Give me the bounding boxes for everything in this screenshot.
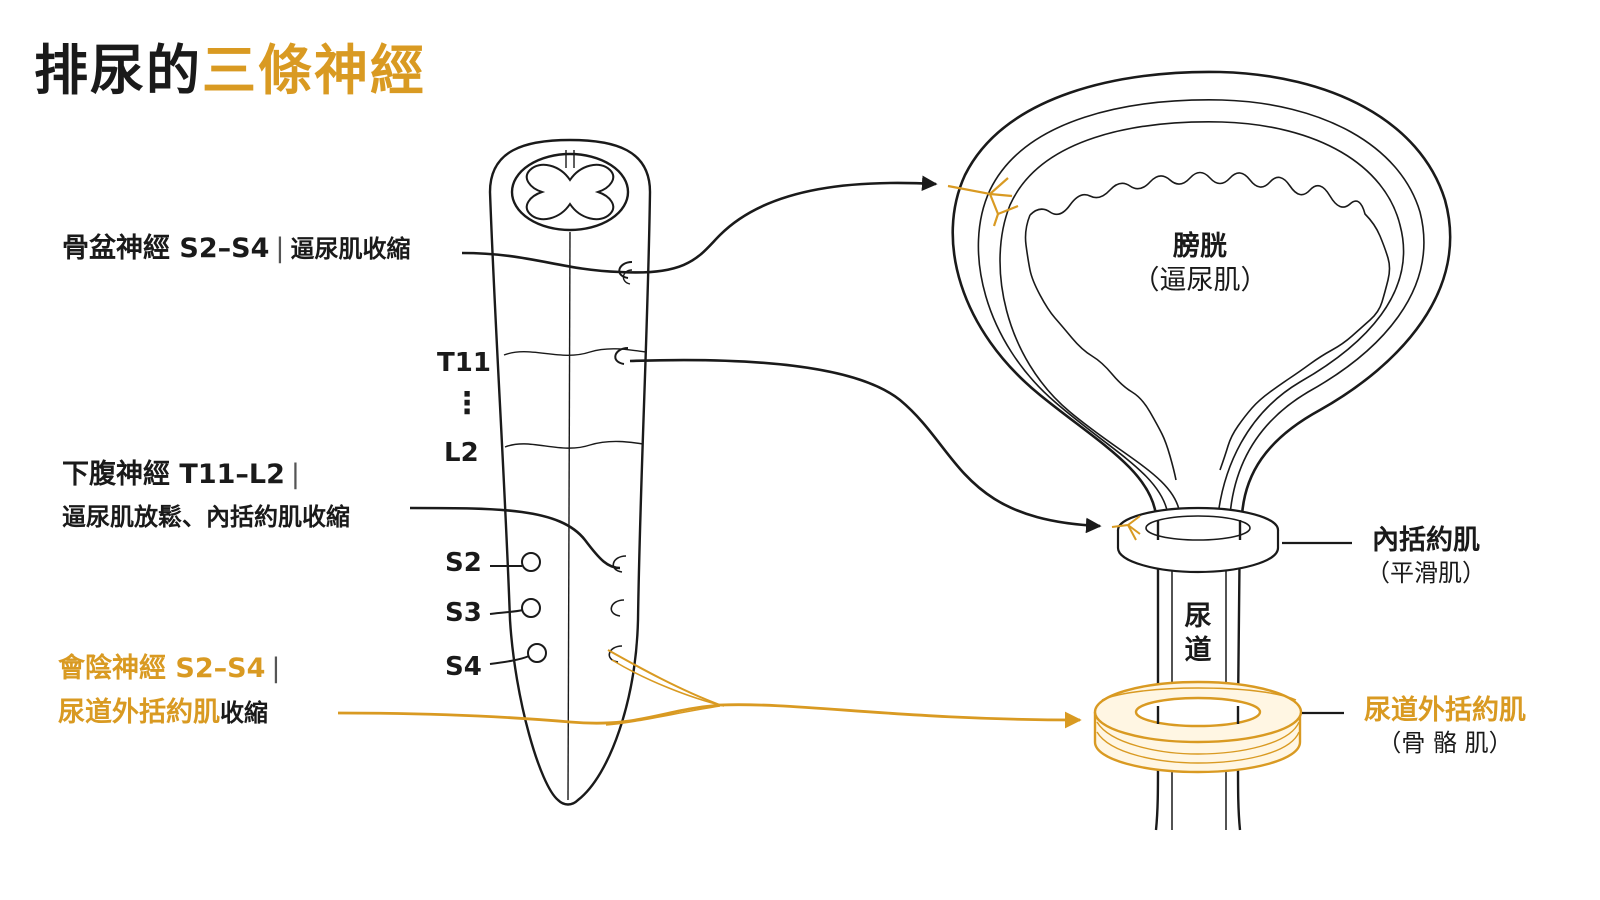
root-s4: [527, 643, 547, 663]
pudendal-effect-dark: 收縮: [220, 699, 268, 727]
bladder-inner-wall: [999, 121, 1405, 516]
segment-s2: S2: [445, 548, 482, 578]
detrusor-wave: [1029, 171, 1391, 471]
segment-s4: S4: [445, 652, 482, 682]
internal-sphincter-label: 內括約肌 （平滑肌）: [1356, 524, 1496, 588]
pelvic-nerve-name: 骨盆神經 S2–S4: [62, 233, 270, 264]
pelvic-nerve-line: [461, 175, 938, 274]
nerve-ending-internal-sphincter: [1111, 515, 1141, 541]
pudendal-nerve-name: 會陰神經 S2–S4: [58, 653, 266, 684]
pudendal-nerve-label: 會陰神經 S2–S4|: [58, 653, 281, 684]
hypogastric-nerve-label: 下腹神經 T11–L2|: [62, 459, 300, 490]
segment-l2: L2: [444, 438, 479, 468]
bladder-name: 膀胱: [1173, 231, 1227, 262]
bladder-muscle: （逼尿肌）: [1132, 264, 1268, 296]
bladder-label: 膀胱 （逼尿肌）: [1130, 230, 1270, 298]
external-sphincter-label: 尿道外括約肌 （骨 骼 肌）: [1350, 694, 1540, 758]
spinal-midline: [567, 231, 571, 801]
pudendal-effect-orange: 尿道外括約肌: [58, 697, 220, 728]
root-pelvic: [618, 261, 633, 279]
nerve-ending-bladder: [947, 177, 1019, 227]
root-hypogastric: [614, 347, 629, 365]
title-part-2: 三條神經: [202, 39, 426, 102]
hypogastric-nerve-name: 下腹神經 T11–L2: [62, 459, 285, 490]
spinal-cord-section: [510, 152, 630, 232]
internal-sphincter-ring: [1116, 506, 1280, 574]
segment-s3: S3: [445, 598, 482, 628]
urethra-char-1: 尿: [1184, 601, 1212, 632]
external-sphincter-name: 尿道外括約肌: [1364, 695, 1526, 726]
root-s2: [521, 552, 541, 572]
urethra-label: 尿 道: [1178, 600, 1218, 668]
spinal-cord-outline: [488, 138, 652, 806]
pelvic-nerve-effect: 逼尿肌收縮: [290, 235, 411, 263]
pelvic-nerve-label: 骨盆神經 S2–S4|逼尿肌收縮: [62, 233, 411, 264]
urethra-char-2: 道: [1184, 635, 1212, 666]
bladder-middle-wall: [977, 99, 1425, 516]
bladder-outer-wall: [951, 70, 1452, 516]
external-sphincter-type: （骨 骼 肌）: [1377, 728, 1513, 757]
hypogastric-label-leader: [409, 506, 621, 570]
page-title: 排尿的三條神經: [34, 26, 426, 105]
grey-matter: [525, 163, 615, 221]
pudendal-nerve-effect: 尿道外括約肌收縮: [58, 696, 268, 730]
root-s3: [521, 598, 541, 618]
hypogastric-nerve-effect: 逼尿肌放鬆、內括約肌收縮: [62, 503, 350, 531]
internal-sphincter-name: 內括約肌: [1372, 525, 1480, 556]
segment-dots: ⋮: [452, 386, 482, 421]
pudendal-nerve-line: [337, 703, 1082, 729]
segment-t11: T11: [437, 348, 491, 378]
bladder: [951, 70, 1452, 516]
spinal-cord: [488, 138, 652, 806]
internal-sphincter-type: （平滑肌）: [1366, 558, 1486, 587]
external-sphincter-ring: [1093, 680, 1303, 774]
hypogastric-nerve-line: [629, 358, 1102, 534]
title-part-1: 排尿的: [34, 39, 202, 102]
